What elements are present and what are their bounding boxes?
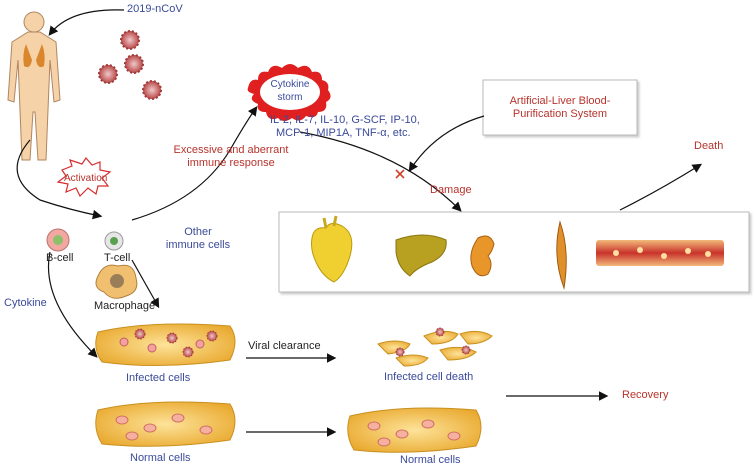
virus-label: 2019-nCoV [127,3,183,15]
macrophage-icon [95,264,138,299]
alss-box [482,79,638,136]
cytokine-list: IL-2, IL-7, IL-10, G-SCF, IP-10, MCP-1, … [270,114,420,140]
other-line-2: immune cells [165,239,231,251]
excessive-line-1: Excessive and aberrant [173,144,289,156]
normal-cells-left-icon [95,401,236,447]
storm-line-2: storm [277,92,303,103]
liver-icon [395,234,447,277]
activation-label: Activation [64,173,108,184]
alss-inhibit-arrow [408,115,485,173]
infected-cells-label: Infected cells [126,372,191,384]
cytokine-label: Cytokine [4,297,47,309]
other-line-1: Other [184,226,212,238]
excessive-response-label: Excessive and aberrant immune response [156,144,306,170]
b-cell-icon [46,228,70,252]
t-cell-icon [104,231,124,251]
storm-line-1: Cytokine [270,79,310,90]
human-body-icon [7,11,61,161]
inhibition-cross [395,169,405,179]
other-immune-cells-label: Other immune cells [158,226,238,252]
excessive-line-2: immune response [187,157,275,169]
heart-icon [311,215,353,283]
infected-cell-death-label: Infected cell death [384,371,474,383]
cytokine-list-line-2: MCP-1, MIP1A, TNF-α, etc. [276,127,411,139]
cytokines-to-damage-arrow [299,131,462,212]
cytokine-list-line-1: IL-2, IL-7, IL-10, G-SCF, IP-10, [270,114,420,126]
t-cell-label: T-cell [104,252,131,264]
normal-cells-right-icon [347,407,482,453]
damage-label: Damage [430,184,472,196]
death-label: Death [694,140,724,152]
cytokine-storm-burst [247,64,331,121]
normal-cells-left-label: Normal cells [130,452,191,464]
cytokine-storm-label: Cytokine storm [268,78,312,104]
alss-label: Artificial-Liver Blood- Purification Sys… [485,95,635,121]
normal-cells-right-label: Normal cells [400,454,461,466]
recovery-label: Recovery [622,389,669,401]
body-to-cells-arrow [16,139,103,220]
alss-line-1: Artificial-Liver Blood- [509,95,611,107]
viral-clearance-label: Viral clearance [248,340,321,352]
excessive-response-arrow [131,106,258,221]
kidney-icon [470,235,495,277]
damage-to-death-arrow [619,163,703,211]
muscle-icon [556,220,567,290]
activation-burst [56,157,112,198]
macrophage-label: Macrophage [94,300,156,312]
virus-to-body-arrow [48,9,125,36]
blood-vessel-icon [596,240,724,266]
alss-line-2: Purification System [512,108,608,120]
immune-to-infected-arrow [131,259,160,309]
b-cell-label: B-cell [46,252,74,264]
virus-icons [98,30,162,100]
infected-cell-death-icon [377,327,493,367]
cytokine-arrow [47,251,98,358]
infected-cells-icon [95,323,236,367]
